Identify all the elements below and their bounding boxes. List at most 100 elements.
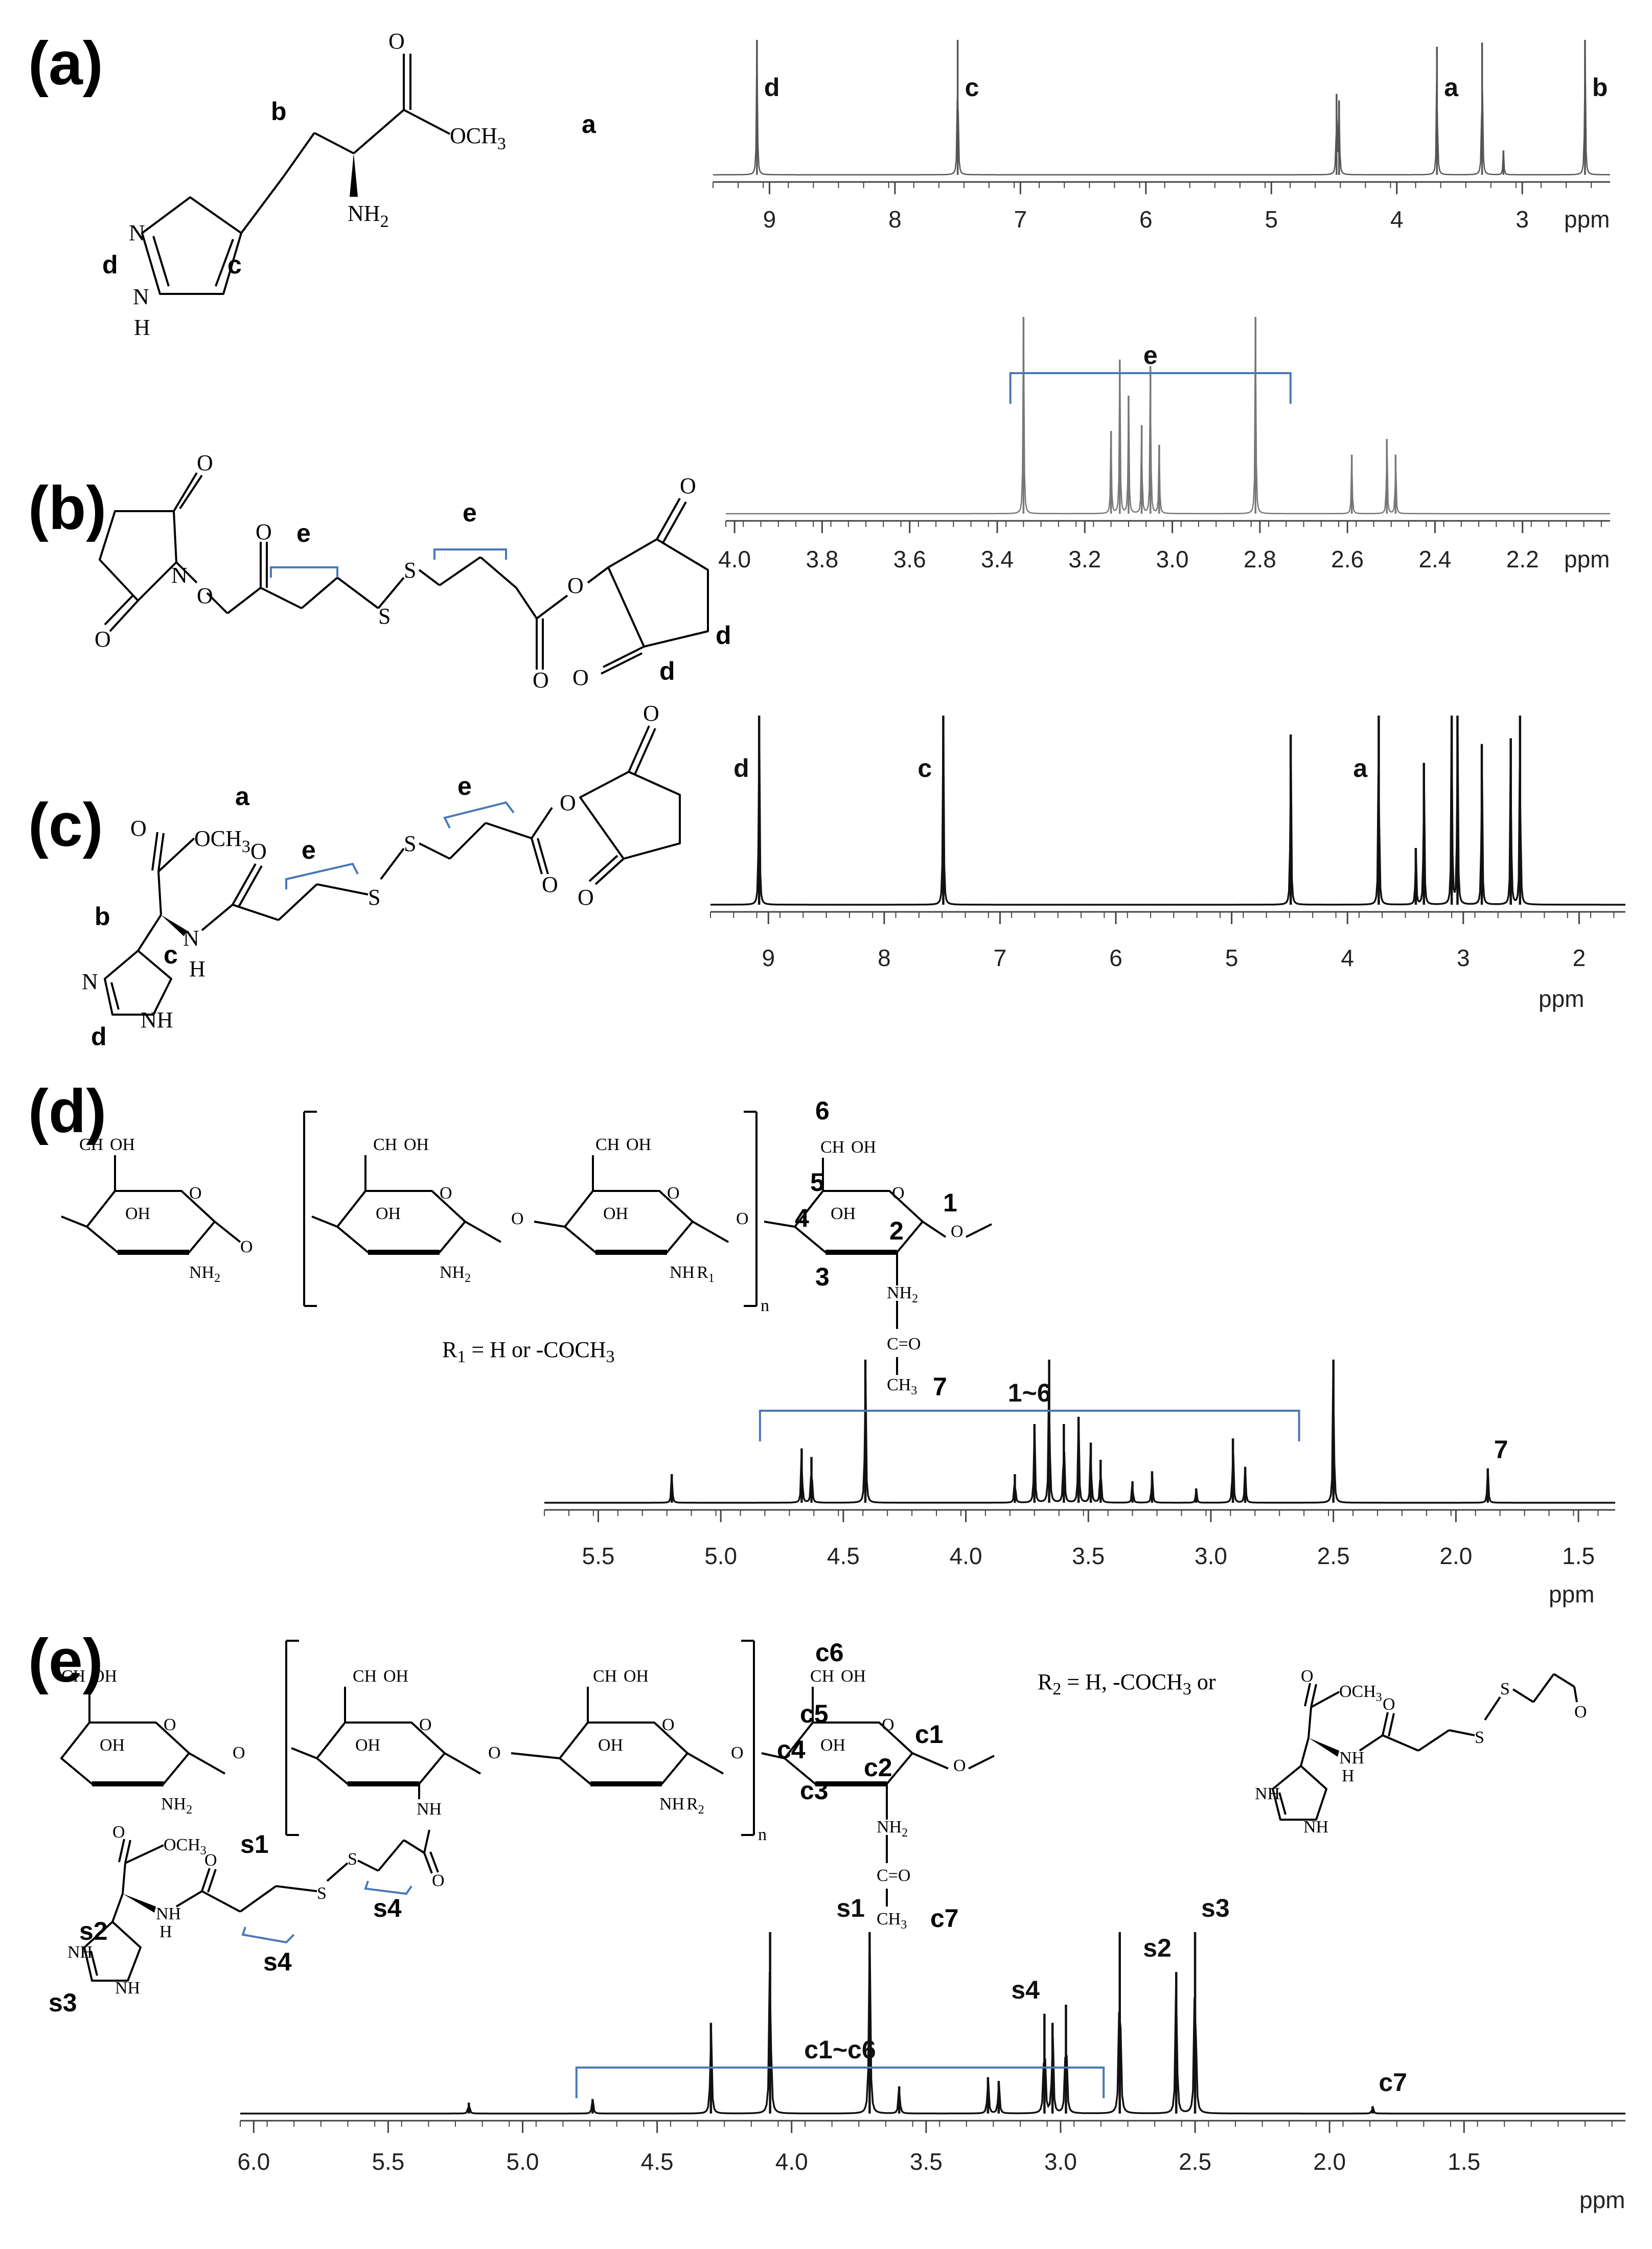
svg-text:NH2: NH2 <box>440 1263 471 1285</box>
peak-label-d: d <box>764 73 780 102</box>
x-tick-label: 3.5 <box>1072 1543 1105 1569</box>
svg-text:OH: OH <box>355 1736 380 1755</box>
atom-nh-a: N <box>133 284 149 309</box>
x-tick-label: 2.0 <box>1313 2148 1346 2175</box>
bracket-label: c1~c6 <box>804 2035 876 2064</box>
atom-o-c2: O <box>250 839 267 864</box>
svg-text:NH: NH <box>1339 1749 1364 1768</box>
x-tick-label: 4.5 <box>641 2148 674 2175</box>
x-tick-label: 3.6 <box>893 546 926 572</box>
svg-text:OH: OH <box>626 1135 651 1154</box>
atom-nh2-c: NH <box>141 1007 173 1032</box>
svg-text:OCH3: OCH3 <box>1339 1682 1382 1704</box>
label-s4-a: s4 <box>263 1947 292 1976</box>
imidazole-ring-a <box>141 196 242 295</box>
atom-o-b5: O <box>533 668 549 693</box>
svg-text:O: O <box>440 1184 452 1203</box>
x-tick-label: 2.0 <box>1439 1543 1472 1569</box>
glucosamine-unit-d1: CH OH OH O NH2 O <box>61 1135 253 1285</box>
x-tick-label: 2.5 <box>1317 1543 1350 1569</box>
molecule-e: CH OH OH O NH2 O CH OH OH O NH O <box>49 1638 1587 2017</box>
molecule-a: O OCH3 NH2 N N H a b c d <box>102 29 596 340</box>
x-tick-label: 3.2 <box>1068 546 1101 572</box>
x-tick-label: 5.0 <box>507 2148 539 2175</box>
svg-text:O: O <box>662 1715 675 1734</box>
svg-text:CH: CH <box>373 1135 397 1154</box>
atom-n-b: N <box>171 563 188 588</box>
atom-o-b8: O <box>572 665 589 690</box>
carbon-label-5: 5 <box>810 1168 824 1197</box>
svg-text:NH: NH <box>67 1943 93 1962</box>
carbon-label-c6: c6 <box>815 1638 844 1667</box>
label-s2: s2 <box>79 1917 108 1945</box>
svg-text:NH2: NH2 <box>887 1283 918 1305</box>
label-d-a: d <box>102 250 118 279</box>
label-c-c: c <box>164 940 178 969</box>
panel-letter-d: (d) <box>28 1077 106 1145</box>
svg-text:OH: OH <box>598 1736 623 1755</box>
label-a-a: a <box>582 110 596 139</box>
svg-text:O: O <box>112 1823 125 1842</box>
x-tick-label: 3 <box>1457 945 1470 971</box>
atom-n-c: N <box>82 969 98 994</box>
svg-text:O: O <box>164 1715 176 1734</box>
atom-o-c5: O <box>643 701 659 726</box>
panel-letter-a: (a) <box>28 29 103 98</box>
peak-label-s2: s2 <box>1143 1934 1172 1962</box>
label-s4-b: s4 <box>373 1894 402 1922</box>
label-d-c: d <box>91 1022 107 1051</box>
panel-letter-c: (c) <box>28 791 103 859</box>
atom-s-b1: S <box>378 604 391 629</box>
x-tick-label: 4 <box>1341 945 1354 971</box>
svg-text:CH: CH <box>79 1135 103 1154</box>
label-s3: s3 <box>49 1988 77 2017</box>
carbon-label-2: 2 <box>889 1217 904 1245</box>
x-tick-label: 6.0 <box>237 2148 270 2175</box>
x-tick-label: 2.4 <box>1418 546 1451 572</box>
atom-o-a: O <box>388 29 405 54</box>
peak-label-s4: s4 <box>1011 1976 1040 2004</box>
x-tick-label: 5.0 <box>704 1543 737 1569</box>
peak-label-7: 7 <box>1494 1435 1508 1464</box>
svg-text:NH: NH <box>1255 1784 1280 1803</box>
atom-o-c6: O <box>578 885 594 910</box>
svg-text:O: O <box>892 1184 905 1203</box>
label-e-c2: e <box>457 772 472 800</box>
x-tick-label: 2 <box>1573 945 1586 971</box>
atom-nh-c: N <box>183 926 199 951</box>
svg-text:n: n <box>758 1825 767 1844</box>
x-tick-label: 2.8 <box>1244 546 1276 572</box>
carbon-label-1: 1 <box>943 1188 957 1217</box>
x-axis-unit: ppm <box>1579 2187 1625 2213</box>
x-tick-label: 3 <box>1516 206 1529 233</box>
svg-text:O: O <box>1301 1667 1314 1686</box>
carbon-label-c2: c2 <box>864 1753 892 1782</box>
x-tick-label: 3.8 <box>806 546 838 572</box>
svg-text:OH: OH <box>376 1204 401 1223</box>
svg-text:OH: OH <box>841 1667 866 1686</box>
carbon-label-3: 3 <box>815 1263 830 1291</box>
svg-text:CH: CH <box>353 1667 377 1686</box>
svg-text:S: S <box>348 1850 357 1869</box>
molecule-c: O OCH3 N H O S S O O O O N NH a b c d e … <box>82 701 681 1051</box>
atom-o-b1: O <box>197 450 213 475</box>
x-tick-label: 4.5 <box>827 1543 860 1569</box>
svg-text:OH: OH <box>831 1204 856 1223</box>
glucosamine-unit-e1: CH OH OH O NH2 O <box>60 1667 245 1817</box>
x-tick-label: 2.6 <box>1331 546 1364 572</box>
svg-text:CH: CH <box>810 1667 834 1686</box>
svg-text:n: n <box>761 1296 769 1315</box>
svg-text:C=O: C=O <box>887 1335 921 1353</box>
svg-text:O: O <box>432 1871 445 1890</box>
glucosamine-unit-d2: CH OH OH O NH2 O <box>311 1135 524 1285</box>
label-a-c: a <box>235 782 250 811</box>
peak-label-s3: s3 <box>1201 1894 1230 1922</box>
molecule-d: CH OH OH O NH2 O CH OH OH O NH2 O <box>61 1096 992 1401</box>
atom-o-b3: O <box>197 583 213 608</box>
